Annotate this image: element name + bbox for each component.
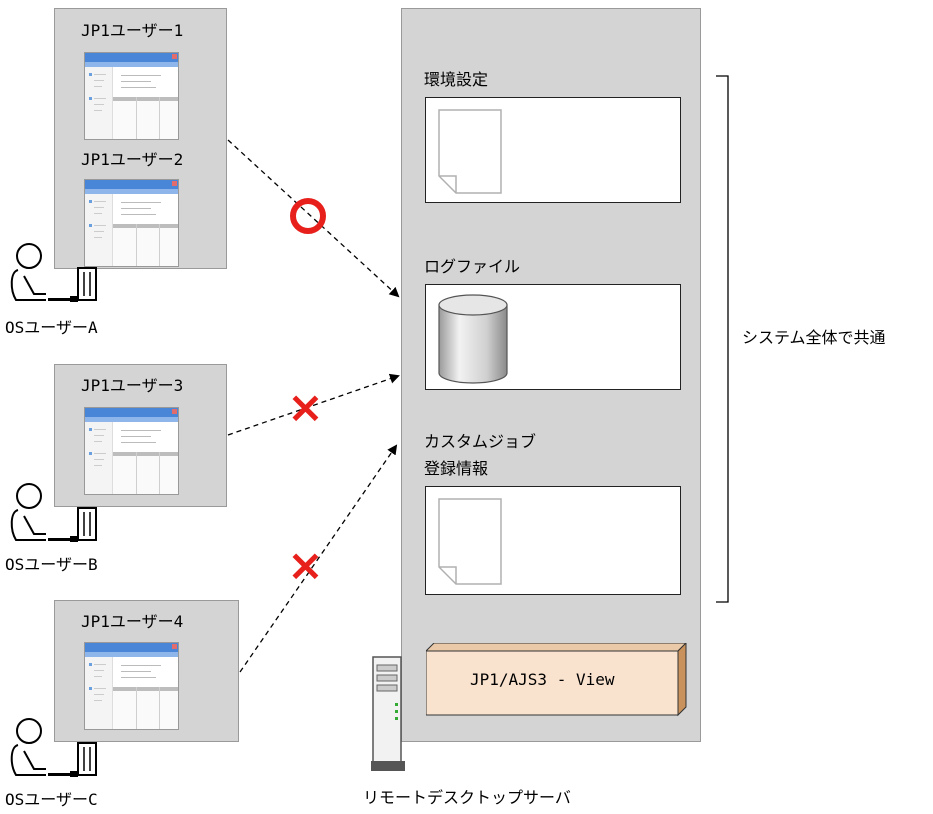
user-a-jp1-box: JP1ユーザー1 JP1ユーザー2 xyxy=(54,8,227,269)
denied-mark-user-c: × xyxy=(287,540,324,591)
connector-user-a xyxy=(227,139,400,298)
custom-job-label-line1: カスタムジョブ xyxy=(424,432,537,451)
document-icon xyxy=(438,498,502,585)
jp1-user-3-label: JP1ユーザー3 xyxy=(81,376,184,395)
os-user-b-label: OSユーザーB xyxy=(5,555,98,574)
database-icon xyxy=(438,294,508,384)
allowed-mark xyxy=(290,198,326,234)
common-bracket xyxy=(716,75,729,603)
app-label: JP1/AJS3 - View xyxy=(470,670,615,689)
server-caption: リモートデスクトップサーバ xyxy=(363,788,571,807)
jp1-view-window-1 xyxy=(84,52,179,140)
jp1-user-4-label: JP1ユーザー4 xyxy=(81,612,184,631)
user-b-jp1-box: JP1ユーザー3 xyxy=(54,364,227,507)
jp1-user-1-label: JP1ユーザー1 xyxy=(81,21,184,40)
env-settings-panel xyxy=(425,97,681,203)
connector-user-b xyxy=(227,373,400,436)
user-c-jp1-box: JP1ユーザー4 xyxy=(54,600,239,742)
user-b-person-icon xyxy=(10,483,97,542)
user-a-person-icon xyxy=(10,243,97,302)
os-user-c-label: OSユーザーC xyxy=(5,790,98,809)
custom-job-label-line2: 登録情報 xyxy=(424,459,489,478)
env-settings-label: 環境設定 xyxy=(424,70,489,89)
custom-job-panel xyxy=(425,486,681,595)
server-shared-box: 環境設定 ログファイル カスタムジョブ 登録情報 xyxy=(401,8,701,742)
log-file-panel xyxy=(425,284,681,390)
jp1-user-2-label: JP1ユーザー2 xyxy=(81,150,184,169)
user-c-person-icon xyxy=(10,718,97,777)
os-user-a-label: OSユーザーA xyxy=(5,318,98,337)
jp1-view-window-3 xyxy=(84,407,179,495)
jp1-view-window-4 xyxy=(84,642,179,730)
app-box xyxy=(426,643,687,717)
log-file-label: ログファイル xyxy=(424,257,521,276)
common-scope-label: システム全体で共通 xyxy=(742,328,886,347)
connector-user-c xyxy=(239,444,398,673)
jp1-view-window-2 xyxy=(84,179,179,267)
denied-mark-user-b: × xyxy=(287,382,324,433)
server-tower-icon xyxy=(371,656,405,771)
document-icon xyxy=(438,109,502,194)
